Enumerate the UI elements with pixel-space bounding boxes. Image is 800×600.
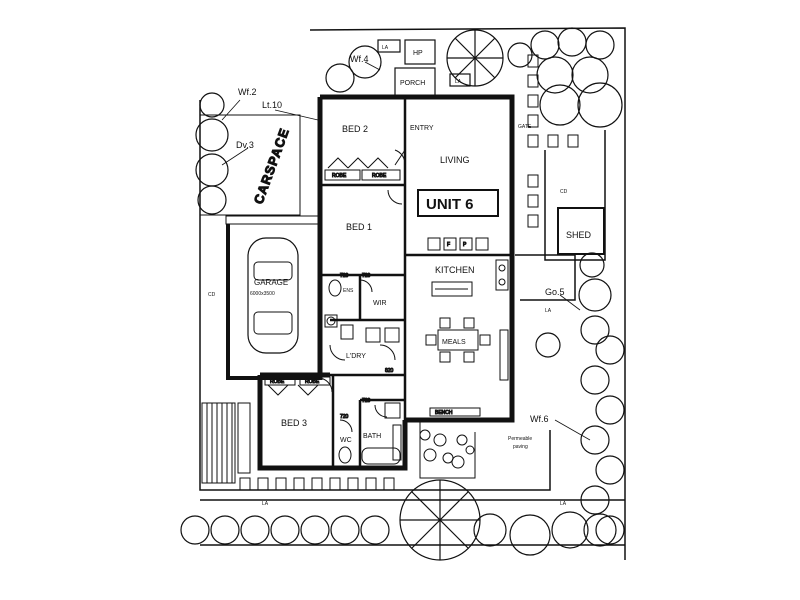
bed2-label: BED 2 <box>342 124 368 134</box>
robe-label-4: ROBE <box>305 379 320 385</box>
la-label-1: LA <box>382 45 389 51</box>
kitchen-fixtures: F P BENCH <box>427 237 509 417</box>
gate-label: GATE <box>518 124 532 130</box>
unit-title-box <box>417 189 499 217</box>
la-label-2: LA <box>455 79 462 85</box>
pantry-label: P <box>463 242 467 248</box>
la-label-4: LA <box>262 501 269 507</box>
garage: GARAGE 6000x3500 <box>225 215 323 380</box>
door-size-5: 820 <box>385 368 394 374</box>
doors: 720 720 720 720 820 <box>317 149 406 433</box>
steps <box>201 402 251 484</box>
wc-label: WC <box>340 437 352 444</box>
carspace-area: CARSPACE <box>200 114 301 216</box>
robes: ROBE ROBE ROBE ROBE <box>264 157 401 396</box>
robe-label-1: ROBE <box>332 173 347 179</box>
lt10-label: Lt.10 <box>262 100 282 110</box>
kitchen-label: KITCHEN <box>435 265 475 275</box>
dv3-label: Dv.3 <box>236 140 254 150</box>
door-size-4: 720 <box>362 398 371 404</box>
porch-label: PORCH <box>400 80 425 87</box>
la-label-3: LA <box>545 308 552 314</box>
wir-label: WIR <box>373 300 387 307</box>
entry-label: ENTRY <box>410 125 434 132</box>
hp-label: HP <box>413 50 423 57</box>
bed1-label: BED 1 <box>346 222 372 232</box>
garage-size: 6000x3500 <box>250 291 275 297</box>
bed3-label: BED 3 <box>281 418 307 428</box>
wf4-label: Wf.4 <box>350 54 369 64</box>
robe-label-2: ROBE <box>372 173 387 179</box>
meals-table <box>425 317 491 363</box>
go5-label: Go.5 <box>545 287 565 297</box>
cupboard-label: CD <box>560 189 568 195</box>
wf6-label: Wf.6 <box>530 414 549 424</box>
shed-label: SHED <box>566 230 592 240</box>
paving-label-1: Permeable <box>508 436 532 442</box>
fence-posts <box>239 54 579 491</box>
paving <box>419 420 476 479</box>
cupboard-label-2: CD <box>208 292 216 298</box>
ldry-label: L'DRY <box>346 353 366 360</box>
la-label-5: LA <box>560 501 567 507</box>
ens-label: ENS <box>343 288 354 294</box>
carspace-label: CARSPACE <box>251 126 292 206</box>
robe-label-3: ROBE <box>270 379 285 385</box>
door-size-1: 720 <box>362 273 371 279</box>
door-size-3: 720 <box>340 414 349 420</box>
unit-title: UNIT 6 <box>426 196 474 213</box>
shed <box>557 207 605 255</box>
bench-label: BENCH <box>435 410 453 416</box>
meals-label: MEALS <box>442 339 466 346</box>
living-label: LIVING <box>440 155 470 165</box>
landscaping-trees <box>180 27 625 561</box>
porch <box>377 39 471 97</box>
wf2-label: Wf.2 <box>238 87 257 97</box>
bath-label: BATH <box>363 433 381 440</box>
leader-lines <box>221 61 591 441</box>
fridge-label: F <box>447 242 450 248</box>
site-boundary <box>199 27 626 560</box>
wet-area-fixtures <box>324 279 402 465</box>
interior-walls <box>320 97 512 468</box>
paving-label-2: paving <box>513 444 528 450</box>
garage-label: GARAGE <box>254 278 288 287</box>
door-size-2: 720 <box>340 273 349 279</box>
